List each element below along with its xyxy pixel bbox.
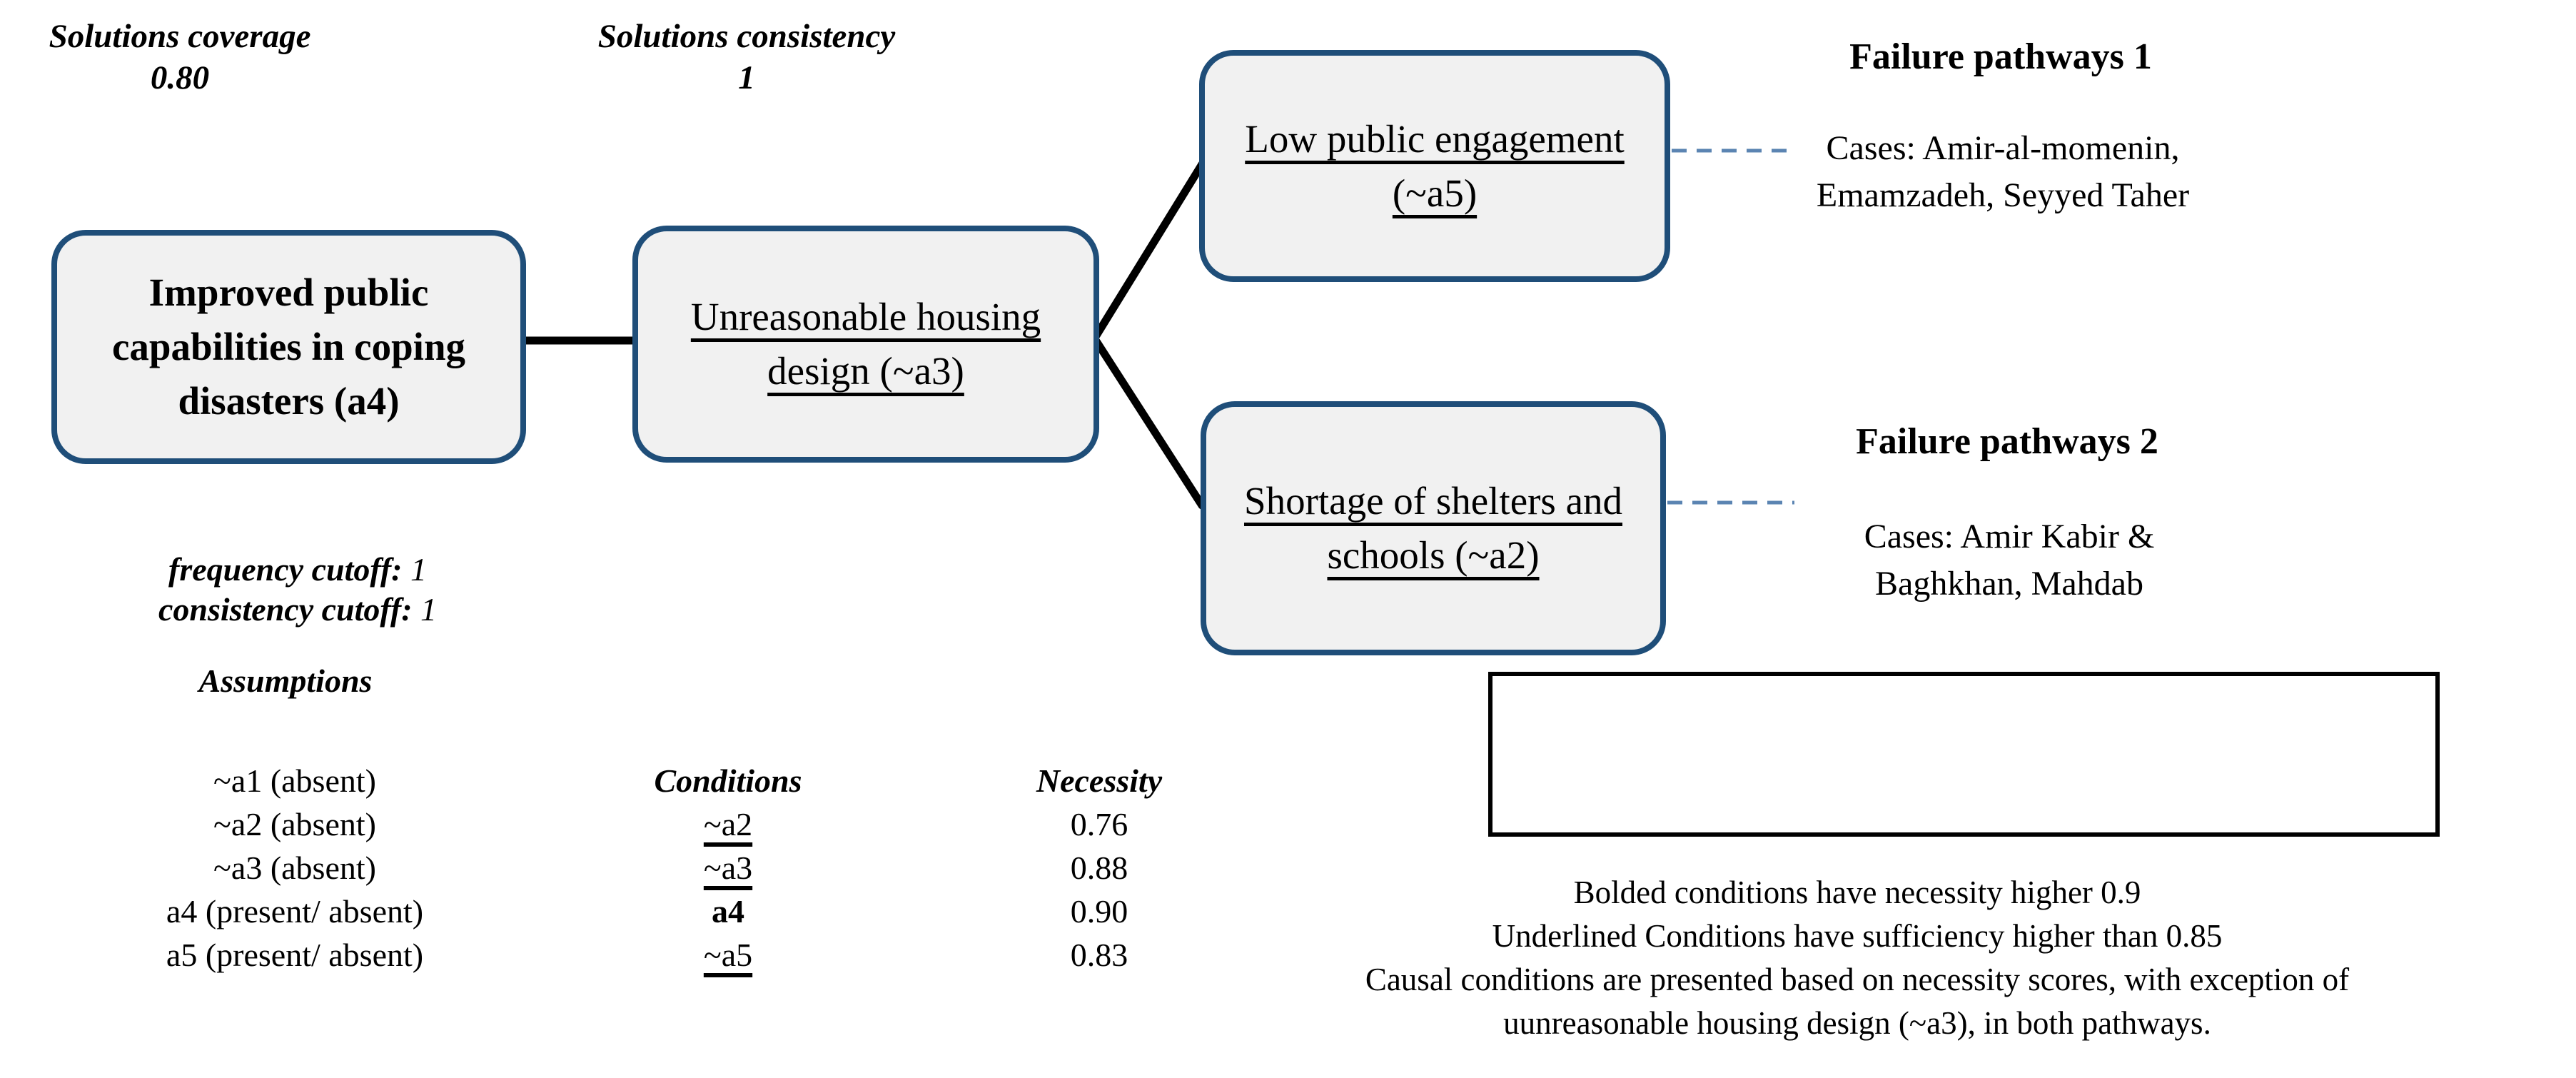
outcome-node-label-line1: Improved public xyxy=(148,271,429,314)
assumption-item: a5 (present/ absent) xyxy=(166,937,424,973)
failure-pathway-1-cases: Cases: Amir-al-momenin, Emamzadeh, Seyye… xyxy=(1646,125,2360,219)
assumption-item: ~a1 (absent) xyxy=(213,762,376,799)
outcome-node-label-line2: capabilities in coping xyxy=(111,325,466,368)
condition-cell: ~a2 xyxy=(585,802,871,846)
outcome-node-label-line3: disasters (a4) xyxy=(178,379,400,423)
necessity-column-header: Necessity xyxy=(1036,762,1163,799)
assumption-item: a4 (present/ absent) xyxy=(166,893,424,930)
frequency-cutoff-value: 1 xyxy=(410,551,427,588)
consistency-cutoff-label: consistency cutoff: xyxy=(158,591,413,628)
condition-node-shortage-of-shelters-and-schools: Shortage of shelters and schools (~a2) xyxy=(1201,401,1666,655)
solutions-consistency-label: Solutions consistency xyxy=(597,18,896,55)
condition-cell: ~a5 xyxy=(585,933,871,977)
necessity-value: 0.88 xyxy=(1070,850,1128,886)
solutions-coverage-block: Solutions coverage 0.80 xyxy=(1,16,358,99)
engagement-node-label-line2: (~a5) xyxy=(1392,171,1478,215)
outcome-node-improved-public-capabilities: Improved public capabilities in coping d… xyxy=(51,230,526,464)
consistency-cutoff-line: consistency cutoff: 1 xyxy=(76,590,519,630)
necessity-value: 0.76 xyxy=(1070,806,1128,842)
condition-value: ~a5 xyxy=(703,937,753,973)
condition-cell: a4 xyxy=(585,890,871,933)
legend-note-causal-line1: Causal conditions are presented based on… xyxy=(1365,962,2350,997)
failure-pathway-2-cases-line2: Baghkhan, Mahdab xyxy=(1875,565,2143,603)
necessity-value: 0.83 xyxy=(1070,937,1128,973)
condition-value: a4 xyxy=(712,893,744,930)
conditions-column-header: Conditions xyxy=(654,762,802,799)
legend-note-underlined: Underlined Conditions have sufficiency h… xyxy=(1492,918,2223,954)
engagement-node-label-line1: Low public engagement xyxy=(1245,116,1625,161)
housing-node-label-line2: design (~a3) xyxy=(767,349,964,393)
condition-value: ~a3 xyxy=(703,850,753,886)
legend-notes: Bolded conditions have necessity higher … xyxy=(1286,871,2428,1045)
assumption-item: ~a2 (absent) xyxy=(213,806,376,842)
solutions-coverage-label: Solutions coverage xyxy=(49,18,311,55)
frequency-cutoff-label: frequency cutoff: xyxy=(168,551,403,588)
condition-cell: ~a3 xyxy=(585,846,871,890)
conditions-column: Conditions ~a2 ~a3 a4 ~a5 xyxy=(585,759,871,977)
shortage-node-label-line1: Shortage of shelters and xyxy=(1244,479,1622,523)
shortage-node-label-line2: schools (~a2) xyxy=(1327,533,1540,577)
frequency-cutoff-line: frequency cutoff: 1 xyxy=(76,550,519,590)
necessity-column: Necessity 0.76 0.88 0.90 0.83 xyxy=(956,759,1242,977)
failure-pathway-1-title: Failure pathways 1 xyxy=(1849,36,2152,77)
assumptions-list-column: ~a1 (absent) ~a2 (absent) ~a3 (absent) a… xyxy=(81,759,509,977)
failure-pathway-2-cases: Cases: Amir Kabir & Baghkhan, Mahdab xyxy=(1652,513,2366,608)
condition-value: ~a2 xyxy=(703,806,753,842)
housing-node-label-line1: Unreasonable housing xyxy=(690,295,1041,338)
failure-pathway-1-cases-line1: Cases: Amir-al-momenin, xyxy=(1826,129,2180,167)
condition-node-unreasonable-housing-design: Unreasonable housing design (~a3) xyxy=(632,226,1099,463)
assumption-item: ~a3 (absent) xyxy=(213,850,376,886)
consistency-cutoff-value: 1 xyxy=(420,591,438,628)
condition-node-low-public-engagement: Low public engagement (~a5) xyxy=(1199,50,1670,282)
cutoff-annotations: frequency cutoff: 1 consistency cutoff: … xyxy=(76,550,519,630)
solutions-consistency-block: Solutions consistency 1 xyxy=(568,16,925,99)
branch-line-to-engagement xyxy=(1092,160,1206,340)
failure-pathway-1-cases-line2: Emamzadeh, Seyyed Taher xyxy=(1816,176,2190,214)
assumptions-heading: Assumptions xyxy=(198,663,373,699)
branch-line-to-shortage xyxy=(1092,337,1206,510)
failure-pathway-2-title: Failure pathways 2 xyxy=(1856,421,2158,462)
solutions-statistics-box xyxy=(1488,672,2440,837)
legend-note-bolded: Bolded conditions have necessity higher … xyxy=(1573,875,2141,910)
necessity-value: 0.90 xyxy=(1070,893,1128,930)
failure-pathway-2-cases-line1: Cases: Amir Kabir & xyxy=(1864,518,2155,555)
solutions-consistency-value: 1 xyxy=(738,59,755,96)
legend-note-causal-line2: uunreasonable housing design (~a3), in b… xyxy=(1503,1005,2211,1041)
solutions-coverage-value: 0.80 xyxy=(150,59,210,96)
